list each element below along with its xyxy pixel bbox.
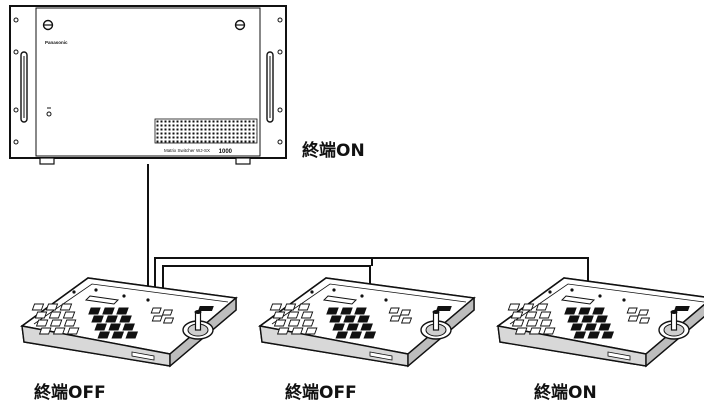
keyboard-controller-icon bbox=[21, 277, 237, 367]
system-unit: Panasonic Matrix Switcher WJ-SX 1000 bbox=[9, 5, 287, 165]
controller-2-termination-label: 終端OFF bbox=[285, 382, 357, 403]
controller-1-termination-label: 終端OFF bbox=[34, 382, 106, 403]
model-text: Matrix Switcher WJ-SX bbox=[164, 148, 210, 153]
brand-label: Panasonic bbox=[45, 40, 68, 45]
cable-lines bbox=[147, 164, 589, 292]
screw-icon bbox=[13, 17, 283, 145]
controller-1: 終端OFF bbox=[21, 277, 237, 403]
controller-2: 終端OFF bbox=[259, 277, 475, 403]
keyboard-controller-icon bbox=[259, 277, 475, 367]
power-indicator-icon bbox=[46, 107, 52, 117]
panel-screw-icon bbox=[42, 19, 246, 31]
rack-handle-left-icon bbox=[20, 51, 28, 123]
rack-handle-right-icon bbox=[266, 51, 274, 123]
vent-grille-icon bbox=[154, 118, 258, 144]
keyboard-controller-icon bbox=[497, 277, 704, 367]
system-unit-termination-label: 終端ON bbox=[302, 140, 365, 161]
controller-3: 終端ON bbox=[497, 277, 704, 403]
controller-3-termination-label: 終端ON bbox=[534, 382, 597, 403]
model-number: 1000 bbox=[219, 149, 233, 155]
